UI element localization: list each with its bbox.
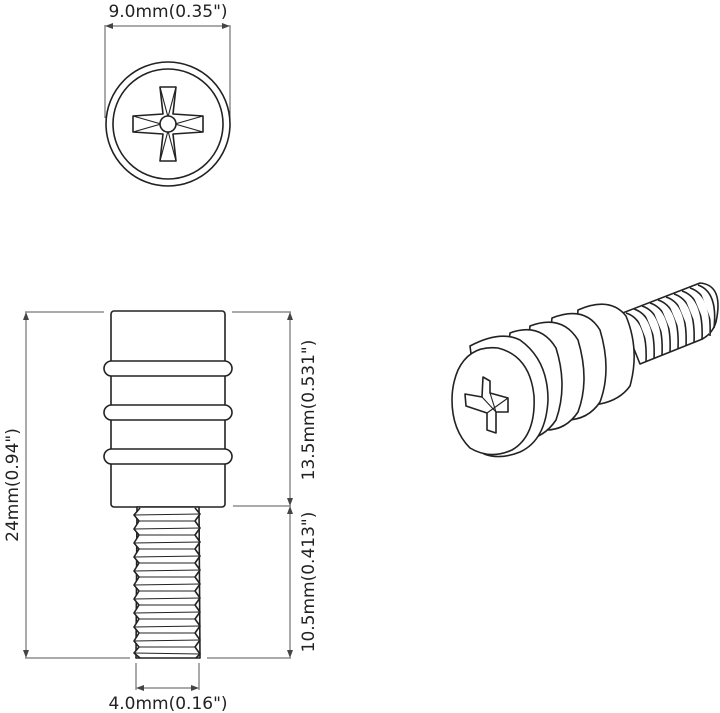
sleeve-ring-2 [103, 404, 233, 421]
phillips-recess-icon [132, 86, 204, 162]
sleeve-ring-3 [103, 448, 233, 465]
iso-thread [619, 282, 719, 365]
head-diameter-label: 9.0mm(0.35") [108, 2, 227, 22]
side-view: 24mm(0.94") 13.5mm(0.531") 10.5mm(0.413"… [3, 310, 319, 713]
head-length-label: 13.5mm(0.531") [299, 340, 319, 481]
thread-shank [133, 506, 201, 659]
isometric-view [451, 282, 719, 458]
thread-diameter-label: 4.0mm(0.16") [108, 694, 227, 713]
iso-phillips-recess-icon [464, 376, 509, 434]
thread-length-label: 10.5mm(0.413") [299, 512, 319, 653]
top-view: 9.0mm(0.35") [104, 2, 231, 187]
overall-length-label: 24mm(0.94") [3, 428, 23, 542]
sleeve-ring-1 [103, 360, 233, 377]
